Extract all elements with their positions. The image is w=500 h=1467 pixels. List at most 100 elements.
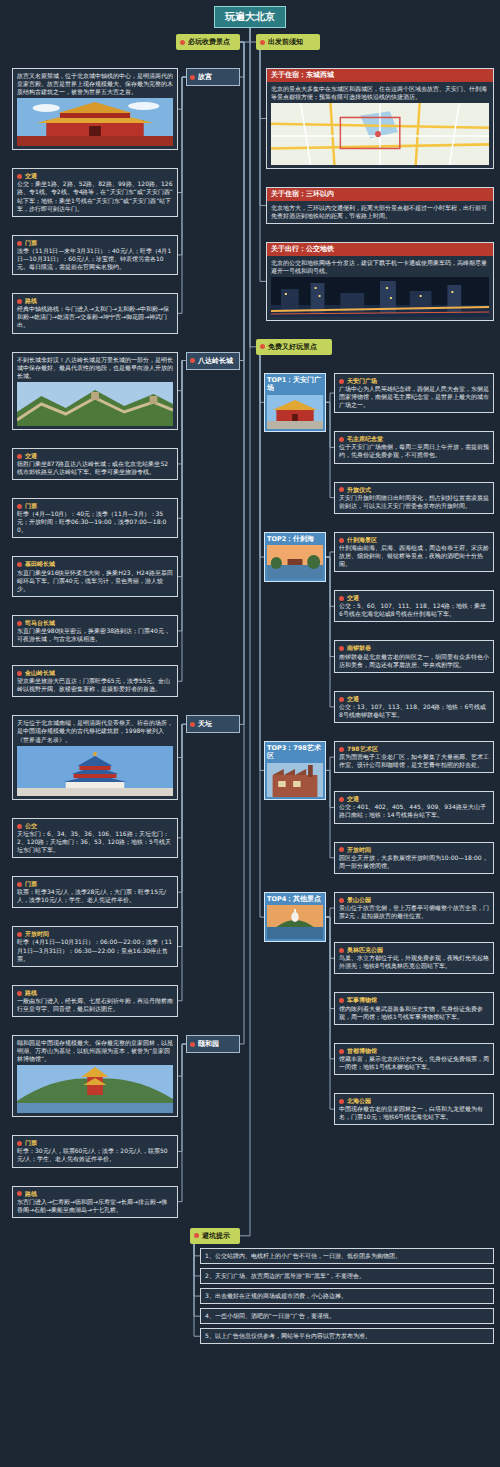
- box-heading: 升旗仪式: [339, 486, 489, 494]
- branch-line: [326, 557, 334, 707]
- branch-line: [326, 917, 334, 1109]
- box-heading: 交通: [17, 452, 173, 460]
- branch-line: [326, 908, 334, 917]
- box-heading: 关于出行：公交地铁: [267, 243, 493, 256]
- box-text: 旺季（4月—10月）：40元；淡季（11月—3月）：35元；开放时间：旺季06:…: [17, 510, 173, 534]
- info-box: 颐和园是中国现存规模最大、保存最完整的皇家园林，以昆明湖、万寿山为基址，以杭州西…: [12, 1035, 178, 1117]
- info-box: 南锣鼓巷南锣鼓巷是北京最古老的街区之一，胡同里有众多特色小店和美食，周边还有茅盾…: [334, 640, 494, 672]
- box-text: 天安门升旗时间随日出时间变化，想占到好位置需凌晨提前到达，可以关注天安门管委会发…: [339, 494, 489, 510]
- box-text: 旺季：30元/人，联票60元/人；淡季：20元/人，联票50元/人；学生、老人凭…: [17, 1147, 173, 1163]
- box-heading: 门票: [17, 239, 173, 247]
- illustration: [271, 277, 489, 317]
- info-box: 门票旺季（4月—10月）：40元；淡季（11月—3月）：35元；开放时间：旺季0…: [12, 498, 178, 538]
- box-text: 望京乘坐旅游大巴直达；门票旺季65元，淡季55元。金山岭以视野开阔、敌楼密集著称…: [17, 677, 173, 693]
- info-box: 故宫又名紫禁城，位于北京城中轴线的中心，是明清两代的皇家宫殿。故宫是世界上现存规…: [12, 68, 178, 150]
- top-box: TOP4：其他景点: [264, 892, 326, 942]
- box-text: 经典中轴线路线：午门进入→太和门→太和殿→中和殿→保和殿→乾清门→乾清宫→交泰殿…: [17, 305, 173, 329]
- box-text: TOP1：天安门广场: [267, 376, 323, 393]
- branch-line: [326, 552, 334, 557]
- box-text: 鸟巢、水立方都位于此，外观免费参观，夜晚灯光亮起格外漂亮；地铁8号线奥林匹克公园…: [339, 954, 489, 970]
- info-box: 北海公园中国现存最古老的皇家园林之一，白塔和九龙壁最为有名，门票10元；地铁6号…: [334, 1093, 494, 1125]
- box-text: 免费又好玩景点: [260, 342, 328, 352]
- title-box: 玩遍大北京: [214, 6, 286, 28]
- box-text: 北京的公交和地铁网络十分发达，建议下载手机一卡通或使用乘车码，高峰期尽量避开一号…: [271, 259, 489, 275]
- box-text: 天坛东门：6、34、35、36、106、116路；天坛北门：2、120路；天坛南…: [17, 830, 173, 854]
- box-heading: 司马台长城: [17, 619, 173, 627]
- box-heading: 交通: [17, 172, 173, 180]
- info-box: 交通公交：401、402、405、445、909、934路至大山子路口南站；地铁…: [334, 791, 494, 823]
- info-box: 路线东宫门进入→仁寿殿→德和园→乐寿堂→长廊→排云殿→佛香阁→石舫→乘船至南湖岛…: [12, 1186, 178, 1218]
- info-box: 交通公交：乘坐1路、2路、52路、82路、99路、120路、126路、专1线、专…: [12, 168, 178, 216]
- box-text: 颐和园: [190, 1039, 236, 1049]
- info-box: 首都博物馆馆藏丰富，展示北京的历史文化，凭身份证免费领票，周一闭馆；地铁1号线木…: [334, 1043, 494, 1075]
- branch-line: [326, 757, 334, 770]
- info-box: 景山公园景山位于故宫北侧，登上万春亭可俯瞰整个故宫全景，门票2元，是拍摄故宫的最…: [334, 892, 494, 924]
- branch-line: [178, 361, 186, 682]
- info-box: 门票联票：旺季34元/人，淡季28元/人；大门票：旺季15元/人，淡季10元/人…: [12, 876, 178, 908]
- box-heading: 军事博物馆: [339, 996, 489, 1004]
- box-text: 南锣鼓巷是北京最古老的街区之一，胡同里有众多特色小店和美食，周边还有茅盾故居、中…: [339, 653, 489, 669]
- branch-line: [178, 77, 186, 313]
- info-box: 门票旺季：30元/人，联票60元/人；淡季：20元/人，联票50元/人；学生、老…: [12, 1135, 178, 1167]
- box-text: 园区全天开放，大多数展馆开放时间为10:00—18:00，周一部分展馆闭馆。: [339, 854, 489, 870]
- box-text: 广场中心为人民英雄纪念碑，西侧是人民大会堂，东侧是国家博物馆，南侧是毛主席纪念堂…: [339, 385, 489, 409]
- section-header: 颐和园: [186, 1035, 240, 1053]
- branch-line: [240, 42, 244, 1044]
- info-box: 路线经典中轴线路线：午门进入→太和门→太和殿→中和殿→保和殿→乾清门→乾清宫→交…: [12, 293, 178, 333]
- box-text: 东直门乘坐916快至怀柔北大街，换乘H23、H24路至慕田峪环岛下车。门票40元…: [17, 569, 173, 593]
- illustration: [17, 98, 173, 146]
- box-text: 避坑提示: [194, 1231, 236, 1241]
- info-box: 升旗仪式天安门升旗时间随日出时间变化，想占到好位置需凌晨提前到达，可以关注天安门…: [334, 482, 494, 514]
- illustration: [267, 545, 323, 579]
- section-header: 天坛: [186, 715, 240, 733]
- box-text: 馆内陈列着大量武器装备和历史文物，凭身份证免费参观，周一闭馆；地铁1号线军事博物…: [339, 1005, 489, 1021]
- box-text: TOP3：798艺术区: [267, 744, 323, 761]
- info-box: 门票淡季（11月1日—来年3月31日）：40元/人；旺季（4月1日—10月31日…: [12, 235, 178, 275]
- branch-line: [326, 393, 334, 402]
- box-text: 5、以上广告信息仅供参考，网站等平台内容以官方发布为准。: [205, 1332, 489, 1340]
- info-box: 天安门广场广场中心为人民英雄纪念碑，西侧是人民大会堂，东侧是国家博物馆，南侧是毛…: [334, 373, 494, 413]
- box-heading: 关于住宿：三环以内: [267, 188, 493, 201]
- top-box: TOP2：什刹海: [264, 532, 326, 582]
- info-box: 不到长城非好汉！八达岭长城是万里长城的一部分，是明长城中保存最好、最具代表性的地…: [12, 352, 178, 430]
- illustration: [267, 905, 323, 939]
- info-box: 慕田峪长城东直门乘坐916快至怀柔北大街，换乘H23、H24路至慕田峪环岛下车。…: [12, 556, 178, 596]
- branch-line: [178, 724, 186, 1000]
- branch-tag: 免费又好玩景点: [256, 339, 332, 355]
- box-text: 天坛: [190, 719, 236, 729]
- box-text: 位于天安门广场南侧，每周二至周日上午开放，需提前预约，凭身份证免费参观，不可携带…: [339, 443, 489, 459]
- info-box: 交通德胜门乘坐877路直达八达岭长城；或在北京北站乘坐S2线市郊铁路至八达岭站下…: [12, 448, 178, 480]
- box-heading: 公交: [17, 822, 173, 830]
- illustration: [17, 1065, 173, 1113]
- box-text: 2、天安门广场、故宫周边的“黑导游”和“黑车”，不要理会。: [205, 1272, 489, 1280]
- branch-line: [240, 42, 244, 77]
- info-box: 公交天坛东门：6、34、35、36、106、116路；天坛北门：2、120路；天…: [12, 818, 178, 858]
- box-text: 公交：5、60、107、111、118、124路；地铁：乘坐6号线在北海北站或8…: [339, 602, 489, 618]
- info-box: 交通公交：5、60、107、111、118、124路；地铁：乘坐6号线在北海北站…: [334, 590, 494, 622]
- box-heading: 门票: [17, 880, 173, 888]
- branch-line: [240, 28, 250, 1236]
- box-text: 颐和园是中国现存规模最大、保存最完整的皇家园林，以昆明湖、万寿山为基址，以杭州西…: [17, 1039, 173, 1063]
- box-heading: 交通: [339, 594, 489, 602]
- box-text: TOP4：其他景点: [267, 895, 323, 903]
- branch-line: [326, 402, 334, 497]
- info-box: 开放时间园区全天开放，大多数展馆开放时间为10:00—18:00，周一部分展馆闭…: [334, 842, 494, 874]
- branch-line: [260, 355, 264, 917]
- box-text: 北京地方大，三环以内交通便利，距离大部分景点都不超过一小时车程，出行前可先查好酒…: [271, 204, 489, 220]
- box-heading: 北海公园: [339, 1097, 489, 1105]
- top-box: TOP1：天安门广场: [264, 373, 326, 432]
- box-text: 德胜门乘坐877路直达八达岭长城；或在北京北站乘坐S2线市郊铁路至八达岭站下车。…: [17, 460, 173, 476]
- box-text: 公交：乘坐1路、2路、52路、82路、99路、120路、126路、专1线、专2线…: [17, 180, 173, 212]
- box-text: 天坛位于北京城南端，是明清两代皇帝祭天、祈谷的场所，是中国现存规模最大的古代祭祀…: [17, 719, 173, 743]
- box-heading: 关于住宿：东城西城: [267, 69, 493, 82]
- box-heading: 首都博物馆: [339, 1047, 489, 1055]
- box-text: 中国现存最古老的皇家园林之一，白塔和九龙壁最为有名，门票10元；地铁6号线北海北…: [339, 1105, 489, 1121]
- notice-box: 关于住宿：东城西城北京的景点大多集中在东城区和西城区，住在这两个区域去故宫、天安…: [266, 68, 494, 169]
- info-box: 军事博物馆馆内陈列着大量武器装备和历史文物，凭身份证免费参观，周一闭馆；地铁1号…: [334, 992, 494, 1024]
- box-heading: 什刹海景区: [339, 536, 489, 544]
- box-text: 旺季（4月1日—10月31日）：06:00—22:00；淡季（11月1日—3月3…: [17, 938, 173, 962]
- section-header: 八达岭长城: [186, 352, 240, 370]
- branch-tag: 出发前须知: [256, 34, 320, 50]
- box-heading: 天安门广场: [339, 377, 489, 385]
- branch-line: [178, 1044, 186, 1202]
